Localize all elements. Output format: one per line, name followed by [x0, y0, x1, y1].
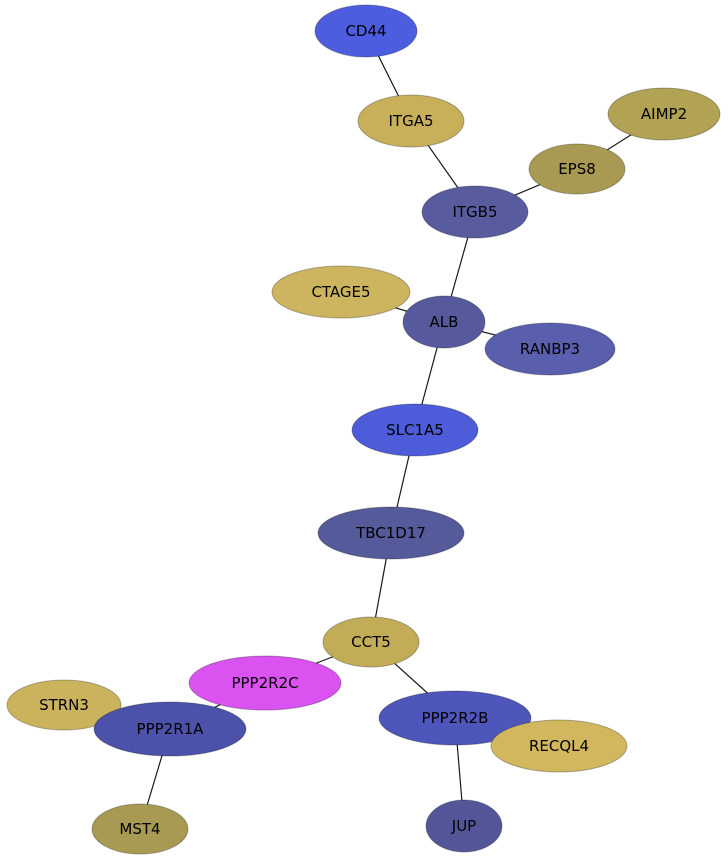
node-ALB[interactable]: ALB [402, 295, 486, 349]
node-SLC1A5[interactable]: SLC1A5 [351, 403, 479, 457]
node-ellipse-STRN3[interactable] [6, 679, 122, 731]
node-ellipse-PPP2R1A[interactable] [93, 701, 247, 757]
node-JUP[interactable]: JUP [425, 799, 503, 853]
node-ellipse-ITGB5[interactable] [421, 185, 529, 239]
node-ellipse-RANBP3[interactable] [484, 322, 616, 376]
node-PPP2R2C[interactable]: PPP2R2C [188, 655, 342, 711]
node-ellipse-SLC1A5[interactable] [351, 403, 479, 457]
node-RECQL4[interactable]: RECQL4 [490, 719, 628, 773]
node-ellipse-EPS8[interactable] [528, 143, 626, 195]
node-EPS8[interactable]: EPS8 [528, 143, 626, 195]
node-ITGA5[interactable]: ITGA5 [357, 94, 465, 148]
node-CCT5[interactable]: CCT5 [322, 616, 420, 668]
node-ellipse-CD44[interactable] [314, 4, 418, 58]
node-ellipse-ITGA5[interactable] [357, 94, 465, 148]
node-MST4[interactable]: MST4 [91, 803, 189, 855]
node-AIMP2[interactable]: AIMP2 [607, 87, 721, 141]
node-ITGB5[interactable]: ITGB5 [421, 185, 529, 239]
node-ellipse-JUP[interactable] [425, 799, 503, 853]
node-PPP2R1A[interactable]: PPP2R1A [93, 701, 247, 757]
node-ellipse-PPP2R2B[interactable] [378, 690, 532, 746]
node-ellipse-PPP2R2C[interactable] [188, 655, 342, 711]
node-ellipse-RECQL4[interactable] [490, 719, 628, 773]
node-CTAGE5[interactable]: CTAGE5 [271, 265, 411, 319]
node-ellipse-ALB[interactable] [402, 295, 486, 349]
node-ellipse-CTAGE5[interactable] [271, 265, 411, 319]
node-ellipse-AIMP2[interactable] [607, 87, 721, 141]
node-RANBP3[interactable]: RANBP3 [484, 322, 616, 376]
node-ellipse-CCT5[interactable] [322, 616, 420, 668]
node-CD44[interactable]: CD44 [314, 4, 418, 58]
node-ellipse-TBC1D17[interactable] [317, 506, 465, 560]
node-ellipse-MST4[interactable] [91, 803, 189, 855]
node-TBC1D17[interactable]: TBC1D17 [317, 506, 465, 560]
